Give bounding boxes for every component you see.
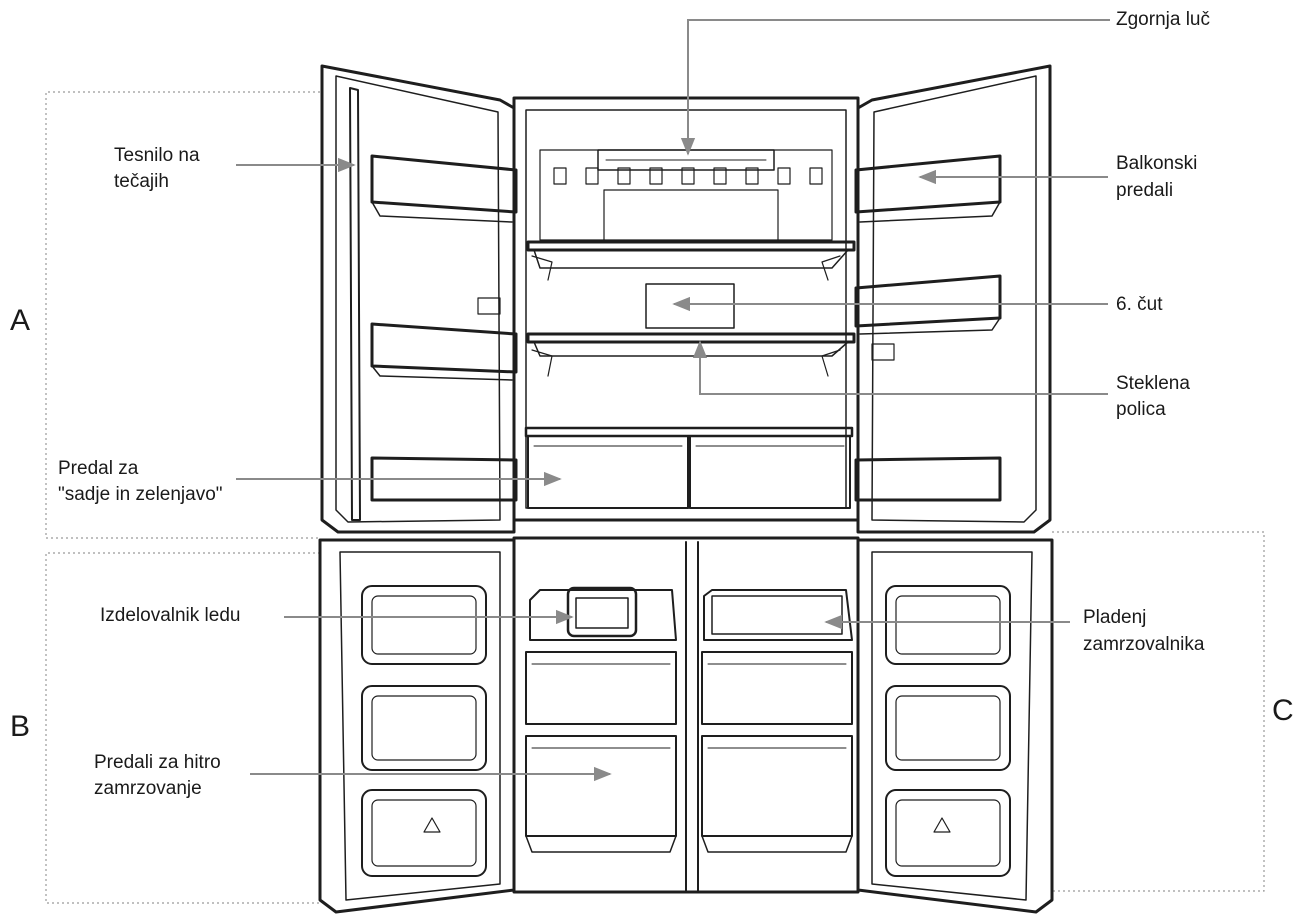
- left-freezer-door: [318, 538, 516, 914]
- label-quick-freeze-line2: zamrzovanje: [94, 778, 202, 799]
- arrow-top-light: [680, 19, 1110, 156]
- crisper-drawers: [524, 426, 854, 509]
- label-ice-maker: Izdelovalnik ledu: [100, 605, 240, 626]
- label-freezer-tray-line1: Pladenj: [1083, 607, 1146, 628]
- label-balcony-line2: predali: [1116, 180, 1173, 201]
- frame-c: [1052, 531, 1265, 892]
- leader-arrows: [236, 19, 1110, 782]
- fridge-cabinet: [512, 96, 860, 522]
- label-hinge-gasket-line2: tečajih: [114, 171, 169, 192]
- balcony-bins: [854, 154, 1002, 502]
- section-frames: [45, 91, 1265, 904]
- arrow-glass-shelf: [692, 340, 1108, 395]
- frame-a: [45, 91, 320, 539]
- freezer-drawers: [525, 651, 853, 853]
- label-crisper-line2: "sadje in zelenjavo": [58, 484, 223, 505]
- label-glass-shelf-line1: Steklena: [1116, 373, 1190, 394]
- sixth-sense-panel: [645, 283, 735, 329]
- recycle-icon-right: [933, 817, 951, 833]
- vent-slots: [553, 167, 823, 185]
- label-crisper-line1: Predal za: [58, 458, 139, 479]
- recycle-icon: [423, 817, 441, 833]
- label-balcony-line1: Balkonski: [1116, 153, 1197, 174]
- section-b-label: B: [10, 710, 30, 743]
- section-a-label: A: [10, 304, 30, 337]
- hinge-gasket: [349, 87, 361, 521]
- label-sixth-sense: 6. čut: [1116, 294, 1163, 315]
- left-door-bins: [370, 154, 518, 502]
- refrigerator: [318, 64, 1054, 914]
- freezer-cabinet: [512, 536, 860, 894]
- freezer-tray: [703, 589, 853, 641]
- left-upper-door: [320, 64, 518, 534]
- ice-maker: [529, 586, 677, 641]
- frame-b: [45, 552, 320, 904]
- label-hinge-gasket-line1: Tesnilo na: [114, 145, 200, 166]
- label-freezer-tray-line2: zamrzovalnika: [1083, 634, 1205, 655]
- label-quick-freeze-line1: Predali za hitro: [94, 752, 221, 773]
- glass-shelves: [526, 240, 856, 377]
- right-freezer-door: [856, 538, 1054, 914]
- label-glass-shelf-line2: polica: [1116, 399, 1166, 420]
- right-upper-door: [854, 64, 1052, 534]
- label-top-light: Zgornja luč: [1116, 9, 1210, 30]
- section-c-label: C: [1272, 694, 1294, 727]
